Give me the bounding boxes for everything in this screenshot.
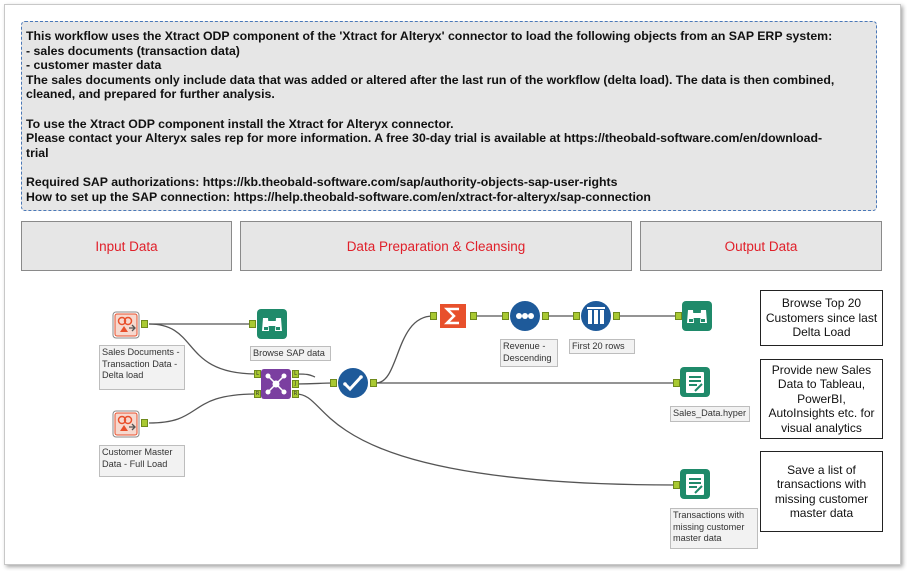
sort-output-anchor[interactable] [542, 312, 549, 320]
section-prep-label: Data Preparation & Cleansing [346, 238, 526, 254]
formula-input-anchor[interactable] [330, 379, 337, 387]
description-line: The sales documents only include data th… [26, 72, 835, 87]
workflow-description[interactable]: This workflow uses the Xtract ODP compon… [21, 21, 877, 211]
formula-output-anchor[interactable] [370, 379, 377, 387]
sample-input-anchor[interactable] [573, 312, 580, 320]
description-line: - sales documents (transaction data) [26, 43, 240, 58]
wire-customer-to-join [148, 393, 258, 424]
wire-join-left-out [295, 373, 316, 378]
note-browse-top20[interactable]: Browse Top 20 Customers since last Delta… [760, 290, 883, 346]
summarize-input-anchor[interactable] [430, 312, 437, 320]
description-line: cleaned, and prepared for further analys… [26, 87, 275, 102]
customer-output-anchor[interactable] [141, 419, 148, 427]
database-input-icon [112, 311, 140, 339]
input-sales-documents[interactable] [112, 311, 140, 339]
customer-master-label: Customer Master Data - Full Load [99, 445, 185, 477]
formula-tool[interactable] [337, 367, 369, 399]
summarize-output-anchor[interactable] [470, 312, 477, 320]
note-save-missing[interactable]: Save a list of transactions with missing… [760, 451, 883, 532]
description-line: Please contact your Alteryx sales rep fo… [26, 131, 823, 146]
join-right-input-anchor[interactable]: R [254, 390, 261, 398]
revenue-descending-label: Revenue - Descending [500, 339, 558, 367]
output-sales-hyper-tool[interactable] [680, 367, 710, 397]
description-line: How to set up the SAP connection: https:… [26, 189, 651, 204]
sales-documents-label: Sales Documents - Transaction Data - Del… [99, 345, 185, 390]
sales-documents-label-text: Sales Documents - Transaction Data - Del… [102, 347, 180, 380]
sort-tool[interactable] [509, 300, 541, 332]
sort-input-anchor[interactable] [502, 312, 509, 320]
note-provide-sales-data-text: Provide new Sales Data to Tableau, Power… [768, 362, 875, 435]
customer-master-label-text: Customer Master Data - Full Load [102, 447, 173, 469]
sample-output-anchor[interactable] [613, 312, 620, 320]
join-icon [261, 369, 291, 399]
join-right-output-anchor[interactable]: R [292, 390, 299, 398]
description-line: This workflow uses the Xtract ODP compon… [26, 29, 833, 43]
wire-sales-to-join [148, 323, 258, 375]
note-save-missing-text: Save a list of transactions with missing… [774, 462, 869, 521]
sales-hyper-label-text: Sales_Data.hyper [673, 408, 747, 418]
note-provide-sales-data[interactable]: Provide new Sales Data to Tableau, Power… [760, 359, 883, 439]
description-line: To use the Xtract ODP component install … [26, 116, 454, 131]
wire-formula-to-summarize [375, 315, 434, 384]
section-data-preparation[interactable]: Data Preparation & Cleansing [240, 221, 632, 271]
output-missing-master-tool[interactable] [680, 469, 710, 499]
sample-tool[interactable] [580, 300, 612, 332]
join-tool[interactable] [261, 369, 291, 399]
description-line: Required SAP authorizations: https://kb.… [26, 174, 618, 189]
join-left-input-anchor[interactable]: L [254, 370, 261, 378]
checkmark-formula-icon [338, 368, 368, 398]
first-20-rows-label-text: First 20 rows [572, 341, 625, 351]
sort-icon [510, 301, 540, 331]
note-browse-top20-text: Browse Top 20 Customers since last Delta… [765, 296, 878, 340]
output-file-icon [680, 367, 710, 397]
section-input-label: Input Data [95, 238, 158, 254]
section-output-label: Output Data [724, 238, 798, 254]
description-line: - customer master data [26, 58, 162, 73]
section-output-data[interactable]: Output Data [640, 221, 882, 271]
join-left-output-anchor[interactable]: L [292, 370, 299, 378]
binoculars-icon [682, 301, 712, 331]
browse-sap-data-tool[interactable] [257, 309, 287, 339]
sales-output-anchor[interactable] [141, 320, 148, 328]
database-input-icon [112, 410, 140, 438]
wire-join-to-missing-output [295, 393, 676, 486]
sample-icon [581, 301, 611, 331]
sigma-icon [440, 304, 466, 328]
workflow-connections [148, 315, 678, 486]
join-join-output-anchor[interactable]: J [292, 380, 299, 388]
sales-hyper-label: Sales_Data.hyper [670, 406, 750, 422]
browse-sap-data-label: Browse SAP data [250, 346, 331, 361]
workflow-canvas[interactable]: This workflow uses the Xtract ODP compon… [4, 4, 901, 565]
browse-input-anchor[interactable] [249, 320, 256, 328]
output-missing-input-anchor[interactable] [673, 481, 680, 489]
browse-top-customers-tool[interactable] [682, 301, 712, 331]
summarize-tool[interactable] [437, 300, 469, 332]
binoculars-icon [257, 309, 287, 339]
missing-master-label: Transactions with missing customer maste… [670, 508, 758, 549]
browse2-input-anchor[interactable] [675, 312, 682, 320]
section-input-data[interactable]: Input Data [21, 221, 232, 271]
description-line: trial [26, 145, 49, 160]
revenue-descending-label-text: Revenue - Descending [503, 341, 552, 363]
output-file-icon [680, 469, 710, 499]
wire-join-to-formula [295, 382, 334, 385]
input-customer-master[interactable] [112, 410, 140, 438]
first-20-rows-label: First 20 rows [569, 339, 635, 354]
output-hyper-input-anchor[interactable] [673, 379, 680, 387]
browse-sap-data-label-text: Browse SAP data [253, 348, 325, 358]
missing-master-label-text: Transactions with missing customer maste… [673, 510, 745, 543]
